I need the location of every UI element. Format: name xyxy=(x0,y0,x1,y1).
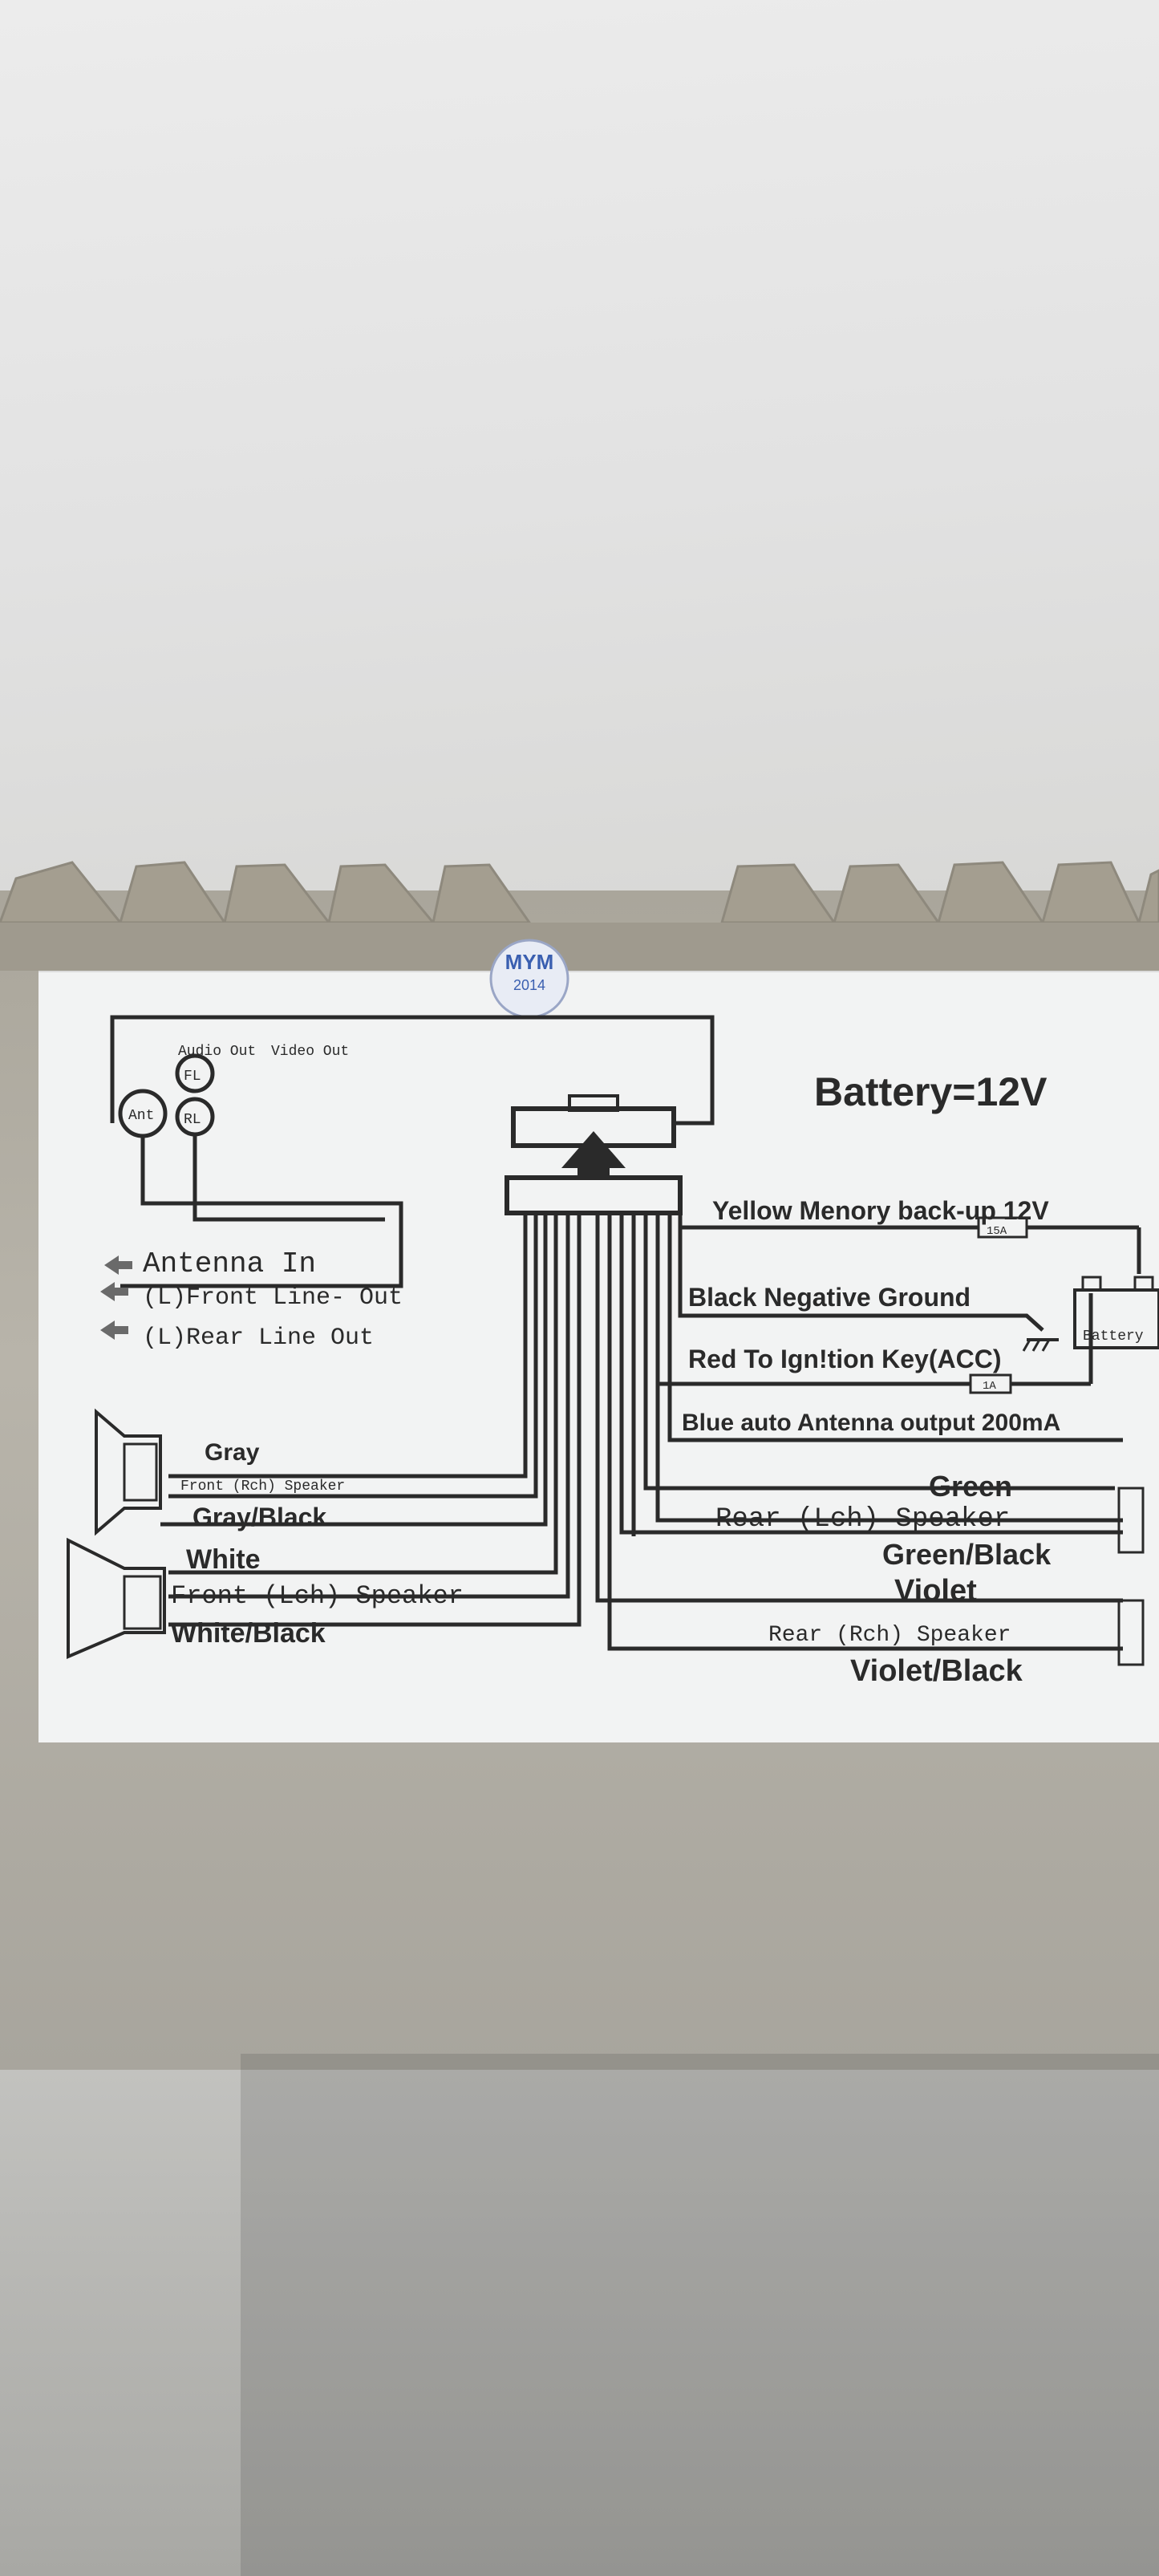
ant-label: Ant xyxy=(128,1108,154,1124)
antenna-output-label: Blue auto Antenna output 200mA xyxy=(682,1410,1060,1436)
floor-surface xyxy=(0,2070,1159,2576)
ground-wire-label: Black Negative Ground xyxy=(688,1283,971,1312)
arrow-icon xyxy=(104,1256,132,1275)
fl-label: FL xyxy=(184,1069,201,1085)
white-black-wire-label: White/Black xyxy=(171,1618,326,1649)
rear-rch-speaker-label: Rear (Rch) Speaker xyxy=(768,1623,1011,1648)
fuse-15a-label: 15A xyxy=(987,1225,1007,1238)
gray-wire-label: Gray xyxy=(205,1439,260,1466)
front-rch-speaker-label: Front (Rch) Speaker xyxy=(180,1479,345,1495)
front-lch-speaker-label: Front (Lch) Speaker xyxy=(171,1581,464,1611)
violet-black-wire-label: Violet/Black xyxy=(850,1654,1023,1688)
diagram-title: Battery=12V xyxy=(814,1069,1048,1114)
rear-lch-speaker-label: Rear (Lch) Speaker xyxy=(715,1504,1010,1535)
ignition-wire-label: Red To Ign!tion Key(ACC) xyxy=(688,1345,1001,1373)
video-out-label: Video Out xyxy=(271,1044,349,1060)
front-line-out-label: (L)Front Line- Out xyxy=(143,1284,403,1312)
floor-shadow xyxy=(241,2054,1159,2576)
audio-out-label: Audio Out xyxy=(178,1044,256,1060)
battery-label: Battery xyxy=(1083,1329,1144,1345)
rl-label: RL xyxy=(184,1112,201,1128)
green-black-wire-label: Green/Black xyxy=(882,1538,1052,1571)
memory-wire-label: Yellow Menory back-up 12V xyxy=(712,1196,1049,1225)
rear-line-out-label: (L)Rear Line Out xyxy=(143,1325,374,1352)
seal-brand: MYM xyxy=(505,950,554,974)
violet-wire-label: Violet xyxy=(894,1574,977,1608)
seal-year: 2014 xyxy=(513,977,545,993)
fuse-1a-label: 1A xyxy=(983,1380,996,1393)
arrow-icon xyxy=(100,1320,128,1340)
antenna-in-label: Antenna In xyxy=(143,1247,316,1280)
mym-seal: MYM 2014 xyxy=(489,939,569,1019)
wall-background xyxy=(0,0,1159,890)
line-out-arrows xyxy=(100,1256,132,1340)
white-wire-label: White xyxy=(186,1544,261,1575)
heatsink-fins xyxy=(0,861,1159,971)
arrow-icon xyxy=(100,1282,128,1301)
green-wire-label: Green xyxy=(929,1470,1012,1503)
gray-black-wire-label: Gray/Black xyxy=(192,1503,326,1531)
diagram-lines xyxy=(67,1015,1159,1666)
